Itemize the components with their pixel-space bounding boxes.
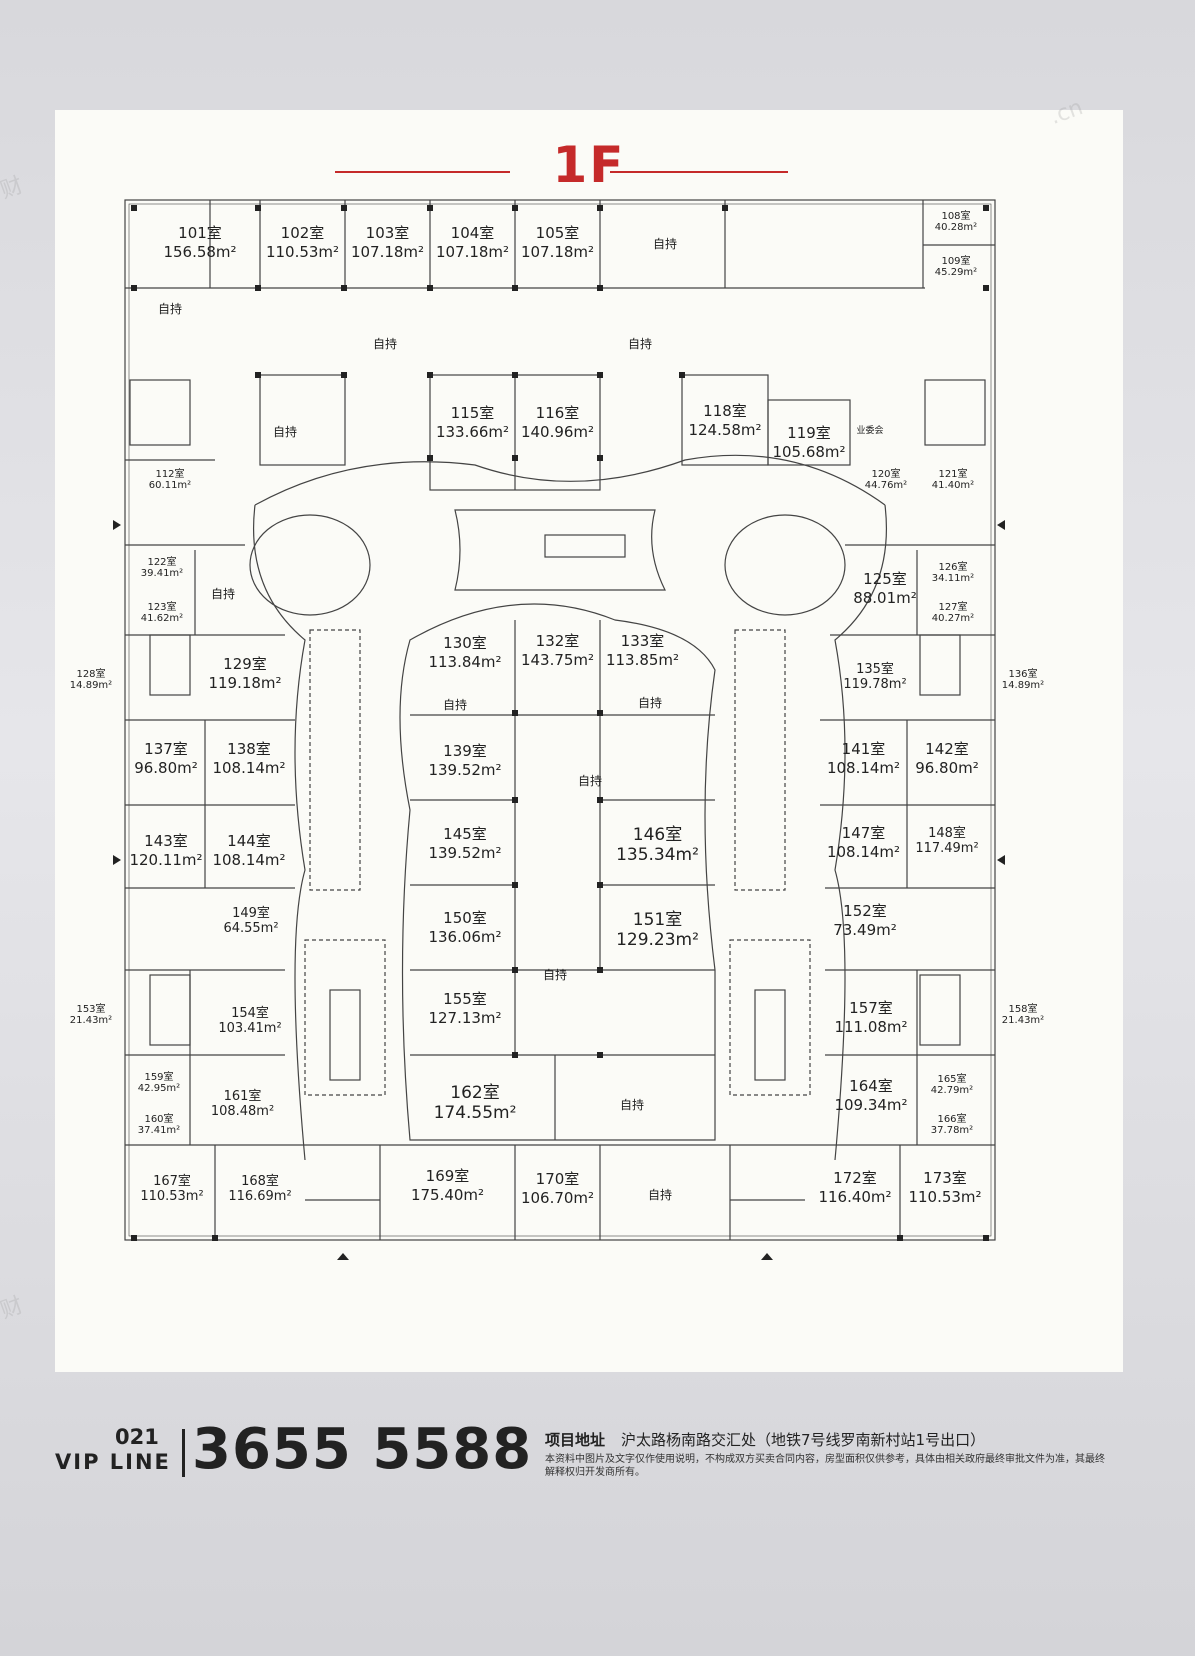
title-area: 1F: [55, 126, 1123, 194]
watermark: 财: [0, 1292, 27, 1324]
area-code: 021: [115, 1425, 159, 1449]
address-value: 沪太路杨南路交汇处（地铁7号线罗南新村站1号出口）: [621, 1431, 986, 1449]
self-held-label: 自持: [442, 698, 467, 712]
self-held-label: 自持: [652, 237, 677, 251]
self-held-label: 自持: [619, 1098, 644, 1112]
address-label: 项目地址: [545, 1431, 606, 1449]
floor-plan-drawing: [113, 199, 1005, 1260]
watermark: 财: [0, 172, 27, 204]
floor-plan-card: 1F: [55, 110, 1123, 1372]
self-held-label: 自持: [372, 337, 397, 351]
self-held-label: 自持: [577, 774, 602, 788]
footer: 021 VIP LINE 3655 5588 项目地址 沪太路杨南路交汇处（地铁…: [55, 1417, 1123, 1495]
disclaimer: 本资料中图片及文字仅作使用说明，不构成双方买卖合同内容，房型面积仅供参考，具体由…: [545, 1454, 1105, 1478]
committee-label: 业委会: [856, 426, 884, 436]
self-held-label: 自持: [157, 302, 182, 316]
title-rule-right: [610, 171, 788, 173]
phone-number[interactable]: 3655 5588: [192, 1417, 533, 1482]
self-held-label: 自持: [272, 425, 297, 439]
self-held-label: 自持: [210, 587, 235, 601]
floor-title: 1F: [552, 136, 626, 194]
self-held-label: 自持: [542, 968, 567, 982]
title-rule-left: [335, 171, 510, 173]
self-held-label: 自持: [627, 337, 652, 351]
phone-divider: [182, 1429, 185, 1477]
vip-line-label: VIP LINE: [55, 1450, 171, 1474]
self-held-label: 自持: [647, 1188, 672, 1202]
self-held-label: 自持: [637, 696, 662, 710]
